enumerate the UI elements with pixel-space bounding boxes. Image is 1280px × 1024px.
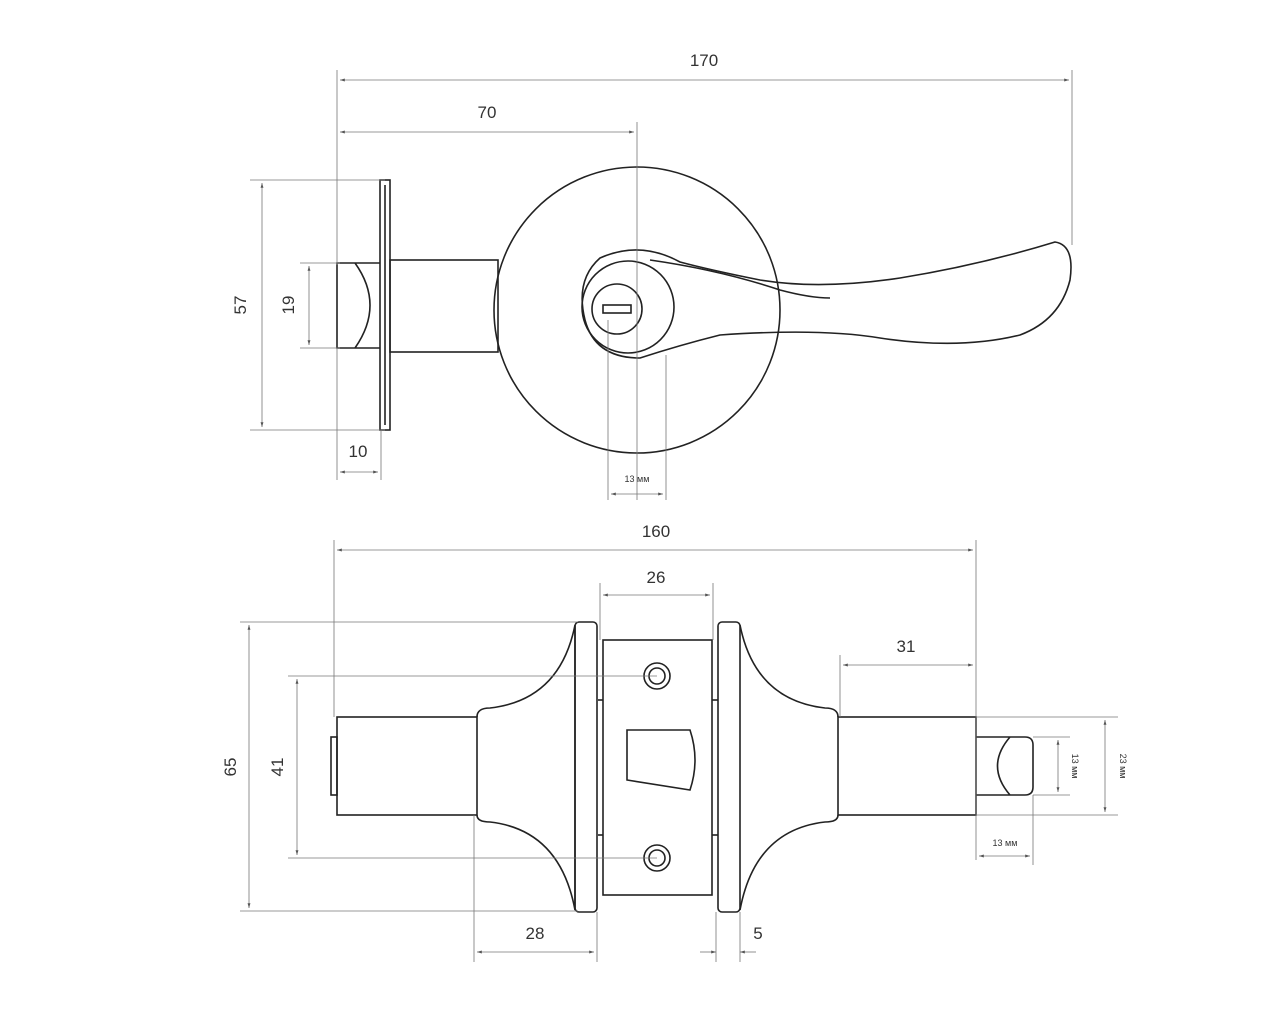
keyhole-icon	[602, 304, 632, 314]
right-spindle	[837, 716, 977, 816]
dim-19: 19	[279, 296, 298, 315]
bottom-view: 160 26 31 65 41 13 мм 23 мм 13 мм 28	[221, 522, 1128, 962]
faceplate	[598, 639, 718, 896]
right-rose-flange	[717, 621, 741, 913]
dim-13mm-tail-height: 13 мм	[1070, 754, 1080, 779]
left-neck	[476, 624, 576, 911]
latch-bolt	[336, 262, 380, 349]
left-cap	[330, 736, 338, 796]
left-spindle	[336, 716, 478, 816]
cylinder-ring	[581, 260, 675, 354]
lever-handle	[581, 241, 1072, 359]
dim-5: 5	[753, 924, 762, 943]
left-rose-flange	[574, 621, 598, 913]
lever-ridge	[649, 259, 831, 299]
dim-160: 160	[642, 522, 670, 541]
latch-opening	[626, 729, 696, 791]
dim-13mm-key: 13 мм	[625, 474, 650, 484]
dim-13mm-tail-length: 13 мм	[993, 838, 1018, 848]
latch-body	[389, 259, 499, 353]
top-view: 170 70 57 19 10 13 мм	[231, 51, 1073, 500]
dim-170: 170	[690, 51, 718, 70]
dim-10: 10	[349, 442, 368, 461]
dim-41: 41	[268, 758, 287, 777]
dim-28: 28	[526, 924, 545, 943]
latch-faceplate	[379, 179, 391, 431]
dim-31: 31	[897, 637, 916, 656]
dim-23mm: 23 мм	[1118, 754, 1128, 779]
dim-57: 57	[231, 296, 250, 315]
dim-65: 65	[221, 758, 240, 777]
tail-piece	[976, 736, 1034, 796]
key-cylinder	[591, 283, 643, 335]
right-neck	[739, 624, 839, 911]
dim-26: 26	[647, 568, 666, 587]
dim-70: 70	[478, 103, 497, 122]
